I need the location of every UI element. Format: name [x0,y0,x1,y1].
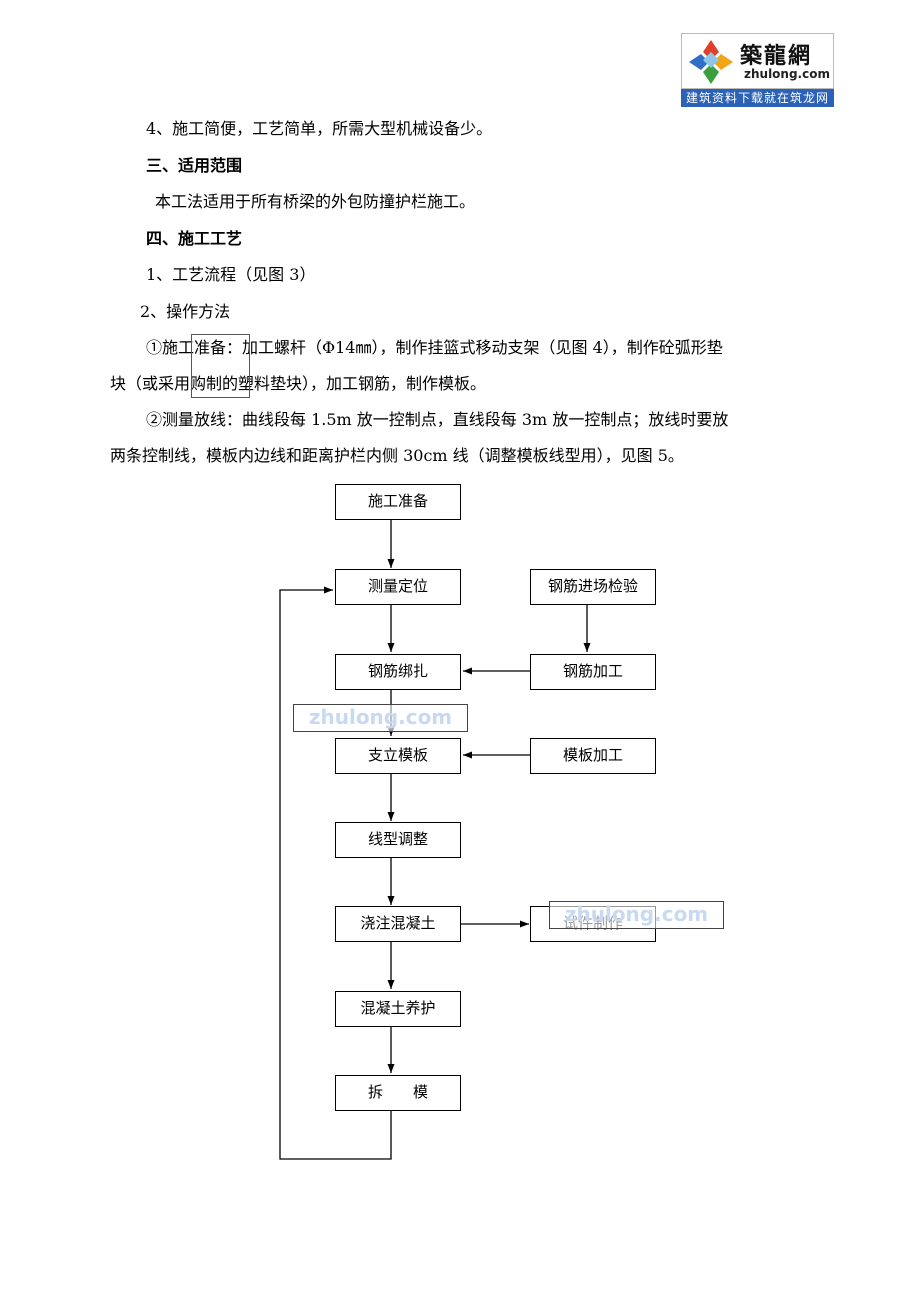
watermark-zhulong: zhulong.com [549,901,724,929]
logo-brand-en: zhulong.com [744,67,830,81]
logo-panel: 築龍網 zhulong.com [681,33,834,89]
document-frame-marker [191,334,250,398]
flow-side-formwork-processing: 模板加工 [530,738,656,774]
section-heading-process: 四、施工工艺 [146,229,243,248]
flow-step-survey: 测量定位 [335,569,461,605]
subheading-method: 2、操作方法 [140,302,231,321]
flow-step-rebar-tie: 钢筋绑扎 [335,654,461,690]
section-heading-scope: 三、适用范围 [146,156,243,175]
flow-step-formwork: 支立模板 [335,738,461,774]
pinwheel-logo-icon [689,40,733,84]
flow-step-alignment: 线型调整 [335,822,461,858]
paragraph-survey-line2: 两条控制线，模板内边线和距离护栏内侧 30cm 线（调整模板线型用），见图 5。 [110,446,684,465]
list-item-4: 4、施工简便，工艺简单，所需大型机械设备少。 [146,119,493,138]
subheading-flow: 1、工艺流程（见图 3） [146,265,316,284]
flow-side-rebar-processing: 钢筋加工 [530,654,656,690]
flow-step-curing: 混凝土养护 [335,991,461,1027]
zhulong-logo: 築龍網 zhulong.com 建筑资料下载就在筑龙网 [681,33,834,107]
logo-brand-cn: 築龍網 [740,44,813,69]
flow-step-preparation: 施工准备 [335,484,461,520]
paragraph-preparation-line2: 块（或采用购制的塑料垫块），加工钢筋，制作模板。 [110,374,487,393]
scope-paragraph: 本工法适用于所有桥梁的外包防撞护栏施工。 [155,192,476,211]
paragraph-survey-line1: ②测量放线：曲线段每 1.5m 放一控制点，直线段每 3m 放一控制点；放线时要… [146,410,729,429]
arrow-loop-back [279,586,392,1160]
flow-side-rebar-inspection: 钢筋进场检验 [530,569,656,605]
watermark-zhulong: zhulong.com [293,704,468,732]
flow-step-strip: 拆 模 [335,1075,461,1111]
paragraph-preparation-line1: ①施工准备：加工螺杆（Φ14㎜），制作挂篮式移动支架（见图 4），制作砼弧形垫 [146,338,723,357]
logo-slogan: 建筑资料下载就在筑龙网 [681,89,834,107]
flow-step-pour: 浇注混凝土 [335,906,461,942]
